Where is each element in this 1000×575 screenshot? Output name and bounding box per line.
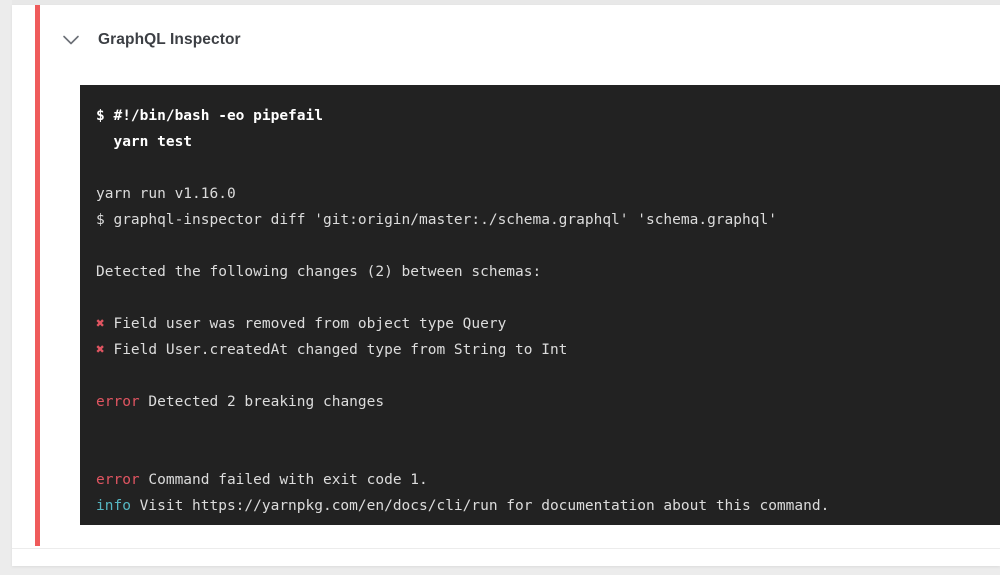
- terminal-log[interactable]: $ #!/bin/bash -eo pipefail yarn test yar…: [80, 85, 1000, 525]
- terminal-line: [96, 441, 1000, 467]
- job-status-bar: [35, 5, 40, 546]
- terminal-segment-plain: yarn run v1.16.0: [96, 186, 236, 202]
- terminal-line: Exited with code 1: [96, 519, 1000, 525]
- terminal-line: [96, 363, 1000, 389]
- terminal-segment-plain: Command failed with exit code 1.: [139, 472, 428, 488]
- terminal-line: [96, 285, 1000, 311]
- terminal-segment-plain: $ graphql-inspector diff 'git:origin/mas…: [96, 212, 777, 228]
- terminal-segment-plain: Field user was removed from object type …: [104, 316, 507, 332]
- terminal-segment-cross: ✖: [96, 316, 105, 332]
- terminal-segment-plain: Detected the following changes (2) betwe…: [96, 264, 542, 280]
- terminal-line: ✖ Field User.createdAt changed type from…: [96, 337, 1000, 363]
- job-header[interactable]: GraphQL Inspector: [58, 19, 241, 61]
- terminal-line: $ graphql-inspector diff 'git:origin/mas…: [96, 207, 1000, 233]
- terminal-line: ✖ Field user was removed from object typ…: [96, 311, 1000, 337]
- terminal-line: [96, 415, 1000, 441]
- terminal-segment-bold: $ #!/bin/bash -eo pipefail: [96, 108, 323, 124]
- terminal-segment-plain: Field User.createdAt changed type from S…: [104, 342, 568, 358]
- terminal-line: yarn run v1.16.0: [96, 181, 1000, 207]
- terminal-segment-error: error: [96, 394, 140, 410]
- terminal-segment-plain: Visit https://yarnpkg.com/en/docs/cli/ru…: [130, 498, 830, 514]
- terminal-line: yarn test: [96, 129, 1000, 155]
- terminal-segment-bold: yarn test: [96, 134, 193, 150]
- page-top-strip: [0, 0, 1000, 5]
- terminal-line: info Visit https://yarnpkg.com/en/docs/c…: [96, 493, 1000, 519]
- terminal-line: $ #!/bin/bash -eo pipefail: [96, 103, 1000, 129]
- card-footer: [12, 549, 1000, 566]
- chevron-down-icon[interactable]: [58, 27, 84, 53]
- terminal-line: error Detected 2 breaking changes: [96, 389, 1000, 415]
- terminal-log-content: $ #!/bin/bash -eo pipefail yarn test yar…: [80, 85, 1000, 525]
- job-log-card: GraphQL Inspector $ #!/bin/bash -eo pipe…: [12, 5, 1000, 566]
- terminal-line: error Command failed with exit code 1.: [96, 467, 1000, 493]
- page-left-gutter: [0, 0, 12, 575]
- terminal-segment-plain: Detected 2 breaking changes: [139, 394, 385, 410]
- terminal-line: [96, 233, 1000, 259]
- card-footer-divider: [12, 548, 1000, 549]
- terminal-segment-plain: Exited with code 1: [96, 524, 253, 525]
- terminal-segment-cross: ✖: [96, 342, 105, 358]
- terminal-segment-info: info: [96, 498, 131, 514]
- terminal-segment-error: error: [96, 472, 140, 488]
- terminal-line: [96, 155, 1000, 181]
- job-title: GraphQL Inspector: [98, 31, 241, 48]
- terminal-line: Detected the following changes (2) betwe…: [96, 259, 1000, 285]
